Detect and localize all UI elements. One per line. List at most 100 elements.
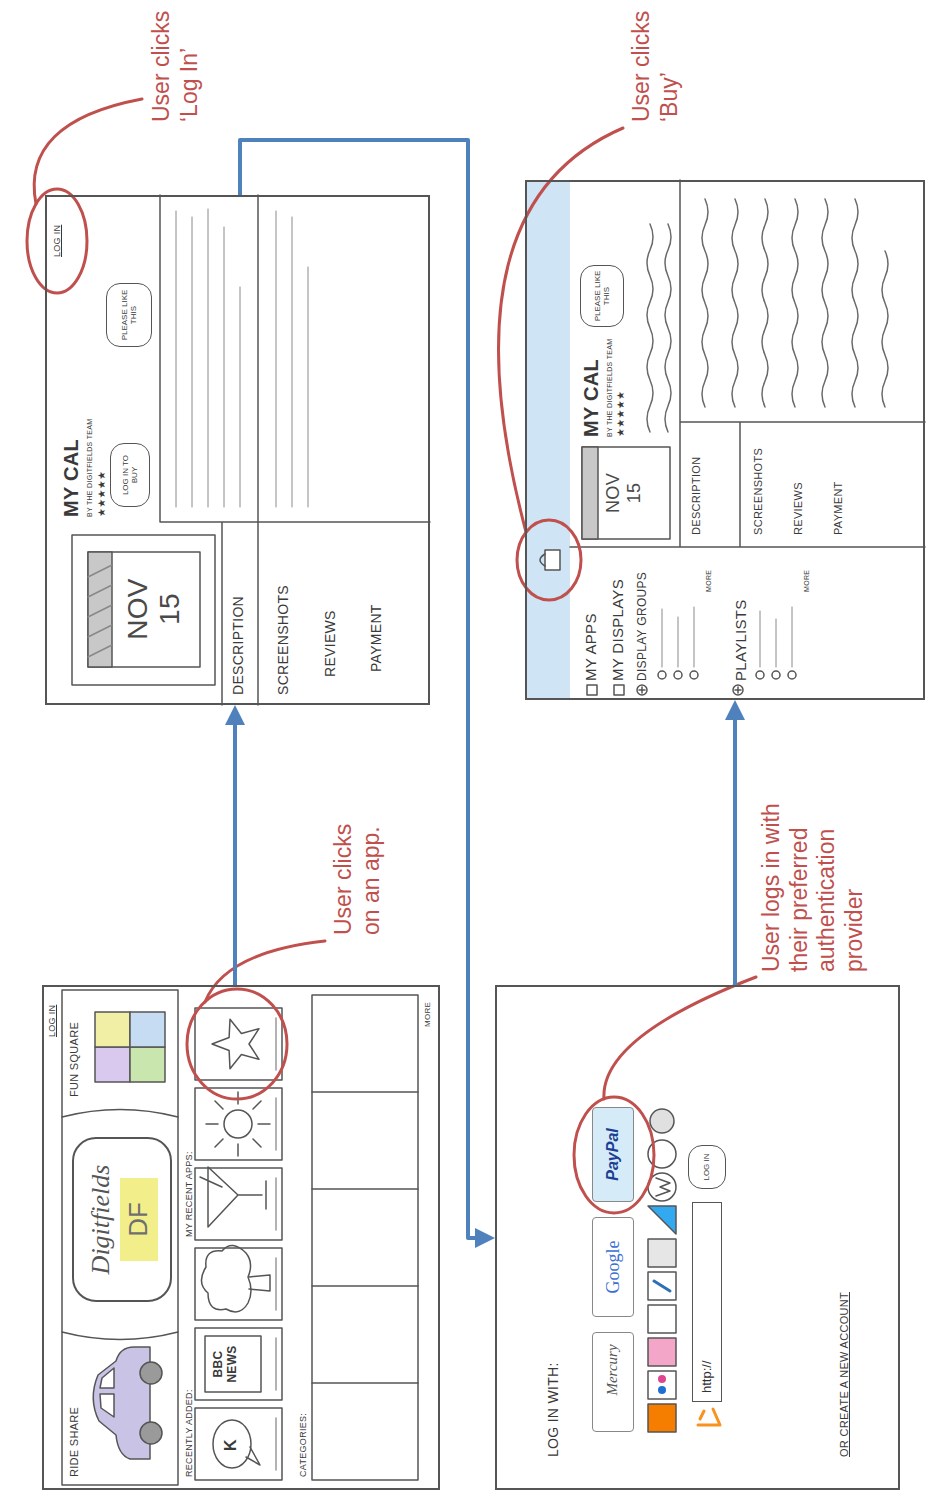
app-tile xyxy=(195,1168,282,1240)
app-tile xyxy=(195,1008,282,1080)
tree-trunk xyxy=(249,1275,270,1291)
screen-text: DESCRIPTION xyxy=(690,457,703,535)
car-body xyxy=(93,1347,150,1459)
screen-text: MORE xyxy=(423,1002,432,1027)
provider-button-label: PayPal xyxy=(604,1128,622,1180)
leader-line xyxy=(604,977,756,1099)
highlight-circle xyxy=(574,1097,654,1213)
provider-dot xyxy=(658,1386,666,1394)
screen-text: MY RECENT APPS: xyxy=(184,1151,194,1237)
logo-box-label: Digitfields xyxy=(86,1165,116,1275)
screen-text: MORE xyxy=(705,570,713,592)
screen-text: RIDE SHARE xyxy=(68,1407,81,1477)
screen-text: BY THE DIGITFIELDS TEAM xyxy=(86,419,94,517)
car-window xyxy=(100,1368,114,1388)
screen-text: FUN SQUARE xyxy=(68,1022,81,1097)
button: PLEASE LIKE THIS xyxy=(580,265,624,327)
list-scribble xyxy=(662,607,792,667)
band-divider xyxy=(62,1110,178,1118)
list-bullet xyxy=(658,671,666,679)
calendar-strip xyxy=(88,552,112,667)
provider-icon xyxy=(648,1272,676,1300)
calendar-hatch xyxy=(88,565,112,657)
screen-frame: DigitfieldsDFLOG INRIDE SHAREFUN SQUARER… xyxy=(42,985,440,1490)
screen-text: ★★★★★ xyxy=(96,471,108,517)
screen-text: MY DISPLAYS xyxy=(609,579,626,681)
glass-icon xyxy=(200,1167,266,1227)
screen-text: SCREENSHOTS xyxy=(752,448,765,535)
provider-mark xyxy=(654,1281,670,1291)
app-page-sketch xyxy=(72,195,430,705)
button-label: LOG IN xyxy=(702,1153,711,1180)
screen-frame: PLEASE LIKE THISMY APPSMY DISPLAYSDISPLA… xyxy=(525,180,925,700)
home-sketch xyxy=(62,990,418,1485)
provider-icon xyxy=(648,1239,676,1267)
provider-button-label: Google xyxy=(603,1241,624,1294)
expand-plus xyxy=(639,687,741,693)
tree-icon xyxy=(201,1245,251,1311)
news-logo-box xyxy=(205,1336,261,1392)
color-square xyxy=(95,1012,130,1047)
provider-icon xyxy=(648,1338,676,1366)
screen-text: MY CAL xyxy=(60,439,83,517)
provider-button-label: Mercury xyxy=(604,1344,621,1395)
screen-text: BY THE DIGITFIELDS TEAM xyxy=(606,339,614,437)
screen-text: LOG IN WITH: xyxy=(545,1362,561,1457)
logo-box-label: DF xyxy=(120,1178,158,1261)
flow-arrow xyxy=(233,710,237,985)
leader-line xyxy=(499,128,623,532)
app-tile xyxy=(195,1248,282,1320)
screen-frame: LOG IN TO BUY PLEASE LIKE THIS LOG IN MY CA… xyxy=(45,195,430,705)
car-window xyxy=(100,1394,114,1417)
screen-text: LOG IN xyxy=(52,225,62,257)
leader-line xyxy=(34,99,142,204)
screen-text: NOV 15 xyxy=(603,465,644,521)
list-bullet xyxy=(674,671,682,679)
calendar-strip xyxy=(582,447,598,539)
buy-icon-handle xyxy=(540,554,545,566)
provider-button: Google xyxy=(592,1217,634,1317)
list-bullet xyxy=(788,671,796,679)
checkbox xyxy=(587,685,597,695)
color-square xyxy=(130,1012,165,1047)
color-square xyxy=(95,1047,130,1082)
layout-rule xyxy=(160,195,430,705)
speech-bubble-tail xyxy=(246,1447,260,1465)
color-square xyxy=(130,1047,165,1082)
callout-note: User clicks ‘Buy’ xyxy=(628,4,683,122)
screen-text: CATEGORIES: xyxy=(298,1413,308,1477)
app-tile xyxy=(195,1408,282,1480)
car-wheel xyxy=(140,1422,162,1444)
provider-button: PayPal xyxy=(592,1107,634,1202)
button: LOG IN TO BUY xyxy=(110,443,150,507)
highlight-circle xyxy=(187,989,287,1099)
speech-bubble xyxy=(213,1420,251,1468)
calendar-icon xyxy=(582,447,670,539)
screen-text: NOV 15 xyxy=(122,568,186,650)
callout-note: User clicks on an app. xyxy=(330,800,385,935)
checkbox xyxy=(614,685,624,695)
screen-text: MORE xyxy=(803,570,811,592)
logo-box: DigitfieldsDF xyxy=(72,1137,172,1302)
screen-text: SCREENSHOTS xyxy=(275,585,291,695)
category-row xyxy=(312,995,418,1480)
star-icon xyxy=(212,1019,259,1068)
button: PLEASE LIKE THIS xyxy=(106,283,152,347)
provider-dot xyxy=(658,1375,666,1383)
text-scribble xyxy=(176,209,308,507)
openid-icon xyxy=(698,1409,720,1425)
category-divider xyxy=(312,1092,418,1383)
caption-scribble xyxy=(275,1018,277,1470)
screen-text: REVIEWS xyxy=(792,482,805,535)
button-label: LOG IN TO BUY xyxy=(121,448,139,502)
buy-icon xyxy=(545,550,560,570)
top-bar xyxy=(527,182,570,698)
provider-icon xyxy=(650,1109,674,1133)
screen-text: OR CREATE A NEW ACCOUNT xyxy=(838,1292,851,1457)
list-bullet xyxy=(690,671,698,679)
provider-icon xyxy=(648,1305,676,1333)
provider-icon xyxy=(648,1371,676,1399)
screen-text: BBC NEWS xyxy=(212,1340,240,1388)
header-band xyxy=(62,990,178,1485)
screen-text: REVIEWS xyxy=(322,610,338,677)
